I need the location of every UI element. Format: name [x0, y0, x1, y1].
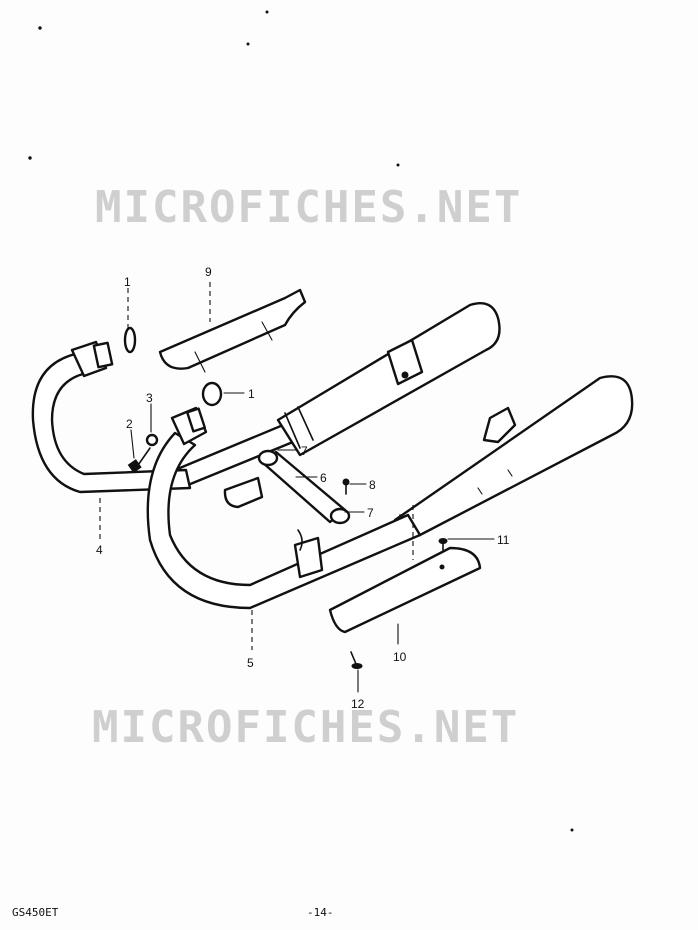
- screw-12: [350, 651, 363, 669]
- callout-3: 3: [146, 391, 153, 405]
- page-number: -14-: [307, 906, 334, 919]
- callout-1-top: 1: [124, 275, 131, 289]
- scan-specks: [28, 10, 574, 832]
- callout-7-upper: 7: [301, 444, 308, 458]
- screw-11: [438, 538, 448, 551]
- watermark-top: MICROFICHES.NET: [95, 182, 522, 233]
- bolt-8: [342, 478, 350, 495]
- callout-6: 6: [320, 471, 327, 485]
- lower-muffler: [393, 375, 634, 537]
- callout-10: 10: [393, 650, 407, 664]
- model-code: GS450ET: [12, 906, 59, 919]
- gasket-top: [123, 326, 137, 354]
- leader-lines: [99, 282, 495, 693]
- gasket-right: [201, 381, 223, 407]
- callout-2: 2: [126, 417, 133, 431]
- exhaust-pipe-5: [146, 431, 422, 610]
- callout-4: 4: [96, 543, 103, 557]
- nut-3: [145, 433, 159, 447]
- upper-muffler: [276, 301, 501, 457]
- flange-pipe-4: [70, 340, 114, 378]
- callout-5: 5: [247, 656, 254, 670]
- flange-pipe-5: [170, 406, 208, 446]
- heat-shield-9: [158, 288, 307, 373]
- callout-8: 8: [369, 478, 376, 492]
- callout-1-right: 1: [248, 387, 255, 401]
- heat-shield-10: [328, 546, 482, 634]
- callout-7-lower: 7: [367, 506, 374, 520]
- callout-12: 12: [351, 697, 365, 711]
- clamp-connector: [257, 449, 351, 525]
- bolt-2: [127, 447, 151, 474]
- callout-9: 9: [205, 265, 212, 279]
- watermark-bottom: MICROFICHES.NET: [92, 702, 519, 753]
- callout-11: 11: [497, 533, 510, 547]
